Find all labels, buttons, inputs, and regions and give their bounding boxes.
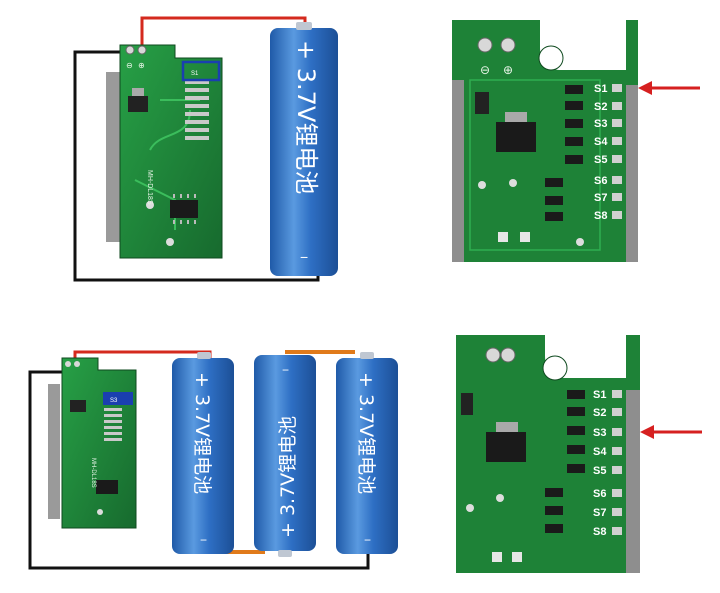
selected-pad-label: S3 <box>110 398 118 404</box>
pad-label-s5: S5 <box>593 465 606 477</box>
pad-label-s8: S8 <box>594 210 607 222</box>
pad-label-s3: S3 <box>593 427 606 439</box>
pcb-board: MH-DL18S S3 <box>61 357 137 529</box>
pad-label-s4: S4 <box>593 446 607 458</box>
pcb-board: ⊖ ⊕ MH-DL18S <box>119 44 223 259</box>
pad-label-s3: S3 <box>594 118 607 130</box>
pad-label-s7: S7 <box>593 507 606 519</box>
pad-label-s1: S1 <box>594 83 607 95</box>
pad-label-s1: S1 <box>593 389 606 401</box>
pointer-arrow-icon <box>638 81 700 95</box>
black-wire <box>28 370 370 570</box>
battery-minus: − <box>200 533 207 547</box>
battery-cell: + 3.7V锂电池 − <box>172 352 234 554</box>
svg-text:⊖: ⊖ <box>480 63 490 77</box>
svg-text:⊕: ⊕ <box>503 63 513 77</box>
panel-three-cell-wiring: MH-DL18S S3 + 3.7V锂电池 − + 3.7V锂电池 − + 3.… <box>28 350 398 570</box>
board-model-label: MH-DL18S <box>146 170 153 205</box>
selected-pad-label: S1 <box>191 71 199 77</box>
pad-label-s2: S2 <box>593 407 606 419</box>
pad-label-s2: S2 <box>594 101 607 113</box>
battery-minus: − <box>364 533 371 547</box>
board-model-label: MH-DL18S <box>90 458 96 488</box>
battery-cell: + 3.7V锂电池 − <box>336 352 398 554</box>
pad-label-s6: S6 <box>594 175 607 187</box>
minus-symbol: ⊖ <box>126 61 133 70</box>
panel-single-cell-closeup: ⊖ ⊕ S1 S2 S3 S4 S5 S6 S7 S8 <box>452 20 700 262</box>
selected-pad-highlight <box>181 60 221 82</box>
battery-minus: − <box>282 363 289 377</box>
pad-label-s6: S6 <box>593 488 606 500</box>
plus-symbol: ⊕ <box>138 61 145 70</box>
pad-label-s8: S8 <box>593 526 606 538</box>
pointer-arrow-icon <box>640 425 702 439</box>
panel-single-cell-wiring: ⊖ ⊕ MH-DL18S <box>73 16 338 282</box>
battery-label: + 3.7V锂电池 <box>292 40 320 194</box>
battery-minus: − <box>300 249 308 265</box>
battery-label: + 3.7V锂电池 <box>355 372 377 494</box>
panel-three-cell-closeup: S1 S2 S3 S4 S5 S6 S7 S8 <box>456 335 702 573</box>
selected-pad-highlight <box>103 392 133 405</box>
pad-label-s5: S5 <box>594 154 607 166</box>
pad-label-s7: S7 <box>594 192 607 204</box>
pad-label-s4: S4 <box>594 136 608 148</box>
battery-label: + 3.7V锂电池 <box>191 372 213 494</box>
battery-cell: + 3.7V锂电池 − <box>270 22 338 276</box>
battery-cell: + 3.7V锂电池 − <box>254 355 316 557</box>
battery-label: + 3.7V锂电池 <box>277 416 299 538</box>
